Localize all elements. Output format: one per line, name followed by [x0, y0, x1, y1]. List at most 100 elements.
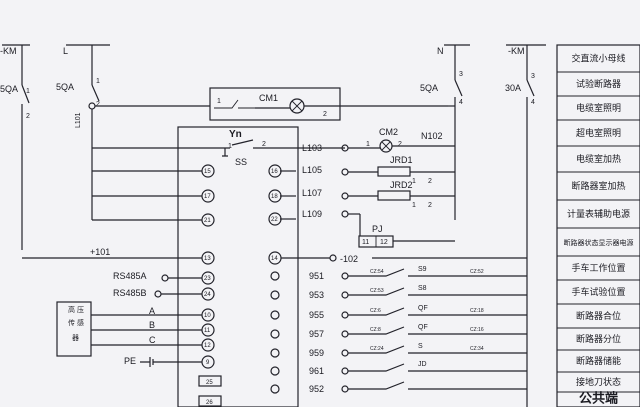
cm1-label: CM1	[259, 93, 278, 103]
breaker-far-left-label: 5QA	[0, 84, 18, 94]
left-terminal-15: 15	[92, 164, 215, 178]
signal-wire-number: 951	[309, 271, 324, 281]
signal-terminal	[270, 310, 280, 320]
terminal-26-label: 26	[206, 400, 213, 406]
title-column	[556, 44, 640, 407]
supply-right-neutral-label: N	[437, 46, 444, 56]
terminal-14-label: 14	[271, 256, 278, 262]
switch-ss-label: SS	[235, 157, 247, 167]
breaker-left-neg-pin2: 2	[26, 113, 30, 120]
row-l105-terminal	[341, 168, 349, 176]
right-terminal-16: 16	[268, 164, 296, 178]
signal-contact	[348, 363, 527, 372]
title-cell: 手车工作位置	[571, 262, 625, 274]
breaker-left-pin2: 2	[96, 101, 100, 108]
signal-wire-number: 953	[309, 290, 324, 300]
supply-right-neg-label: -KM	[508, 46, 525, 56]
title-cell: 断路器分位	[576, 333, 621, 345]
breaker-right-pin3: 3	[459, 71, 463, 78]
signal-wire-number: 955	[309, 310, 324, 320]
signal-terminal	[270, 329, 280, 339]
signal-wire-number: 961	[309, 366, 324, 376]
signal-cz-out: CZ:52	[470, 269, 484, 275]
bus-minus-terminal	[329, 254, 337, 262]
terminal-12	[201, 338, 215, 352]
cm2-pin2: 2	[398, 141, 402, 148]
title-cell: 交直流小母线	[571, 53, 625, 65]
signal-device-label: S9	[418, 266, 427, 273]
right-terminal-18: 18	[268, 189, 296, 203]
transmitter-char-1: 压	[77, 306, 84, 314]
signal-node	[341, 385, 349, 393]
signal-contact	[348, 268, 527, 277]
hv-transmitter-box	[56, 301, 92, 357]
rs485b-terminal	[154, 290, 162, 298]
title-cell: 断路器室加热	[571, 180, 625, 192]
row-l105-wire: L105	[302, 165, 322, 175]
left-terminal-21: 21	[92, 213, 215, 227]
signal-wire-number: 957	[309, 329, 324, 339]
row-l109-terminal	[341, 210, 349, 218]
terminal-left-pos	[88, 102, 96, 110]
device-label: Yn	[229, 129, 242, 140]
jrd1-label: JRD1	[390, 155, 413, 165]
row-l107-wire: L107	[302, 188, 322, 198]
breaker-right-blade	[454, 79, 463, 97]
bus-minus-label: -102	[340, 254, 358, 264]
left-terminal-21-label: 21	[204, 218, 211, 224]
terminal-23-label: 23	[204, 276, 211, 282]
title-cell: 试验断路器	[576, 78, 621, 90]
terminal-26	[198, 395, 222, 407]
breaker-left-neg-pin1: 1	[26, 88, 30, 95]
jrd2-label: JRD2	[390, 180, 413, 190]
transmitter-char-2: 传	[68, 318, 75, 327]
cm1-lamp-cross2	[291, 100, 303, 112]
signal-cz-out: CZ:34	[470, 346, 484, 352]
breaker-far-right-blade	[526, 79, 535, 97]
signal-node	[341, 311, 349, 319]
right-terminal-16-label: 16	[271, 169, 278, 175]
right-terminal-22-label: 22	[271, 217, 278, 223]
signal-node	[341, 272, 349, 280]
phase-c-label: C	[149, 335, 156, 345]
signal-wire-number: 959	[309, 348, 324, 358]
right-terminal-22: 22	[268, 212, 296, 226]
rs485a-terminal	[161, 274, 169, 282]
heater-jrd2	[377, 190, 411, 201]
signal-cz-in: CZ:54	[370, 269, 384, 275]
rs485b-label: RS485B	[113, 288, 147, 298]
signal-terminal	[270, 366, 280, 376]
terminal-11	[201, 323, 215, 337]
title-cells: 交直流小母线试验断路器电缆室照明超电室照明电缆室加热断路器室加热计量表辅助电源断…	[557, 53, 640, 407]
title-cell: 断路器合位	[576, 310, 621, 322]
title-cell: 电缆室照明	[576, 102, 621, 114]
left-terminal-17-label: 17	[204, 194, 211, 200]
terminal-13	[201, 251, 215, 265]
signal-device-label: S8	[418, 285, 427, 292]
signal-device-label: QF	[418, 305, 428, 312]
terminal-13-label: 13	[204, 256, 211, 262]
jrd1-pin2: 2	[428, 178, 432, 185]
signal-cz-in: CZ:8	[370, 327, 381, 333]
signal-terminal	[270, 348, 280, 358]
signal-node	[341, 330, 349, 338]
phase-a-label: A	[149, 306, 155, 316]
row-l103-wire: L103	[302, 143, 322, 153]
cm2-label: CM2	[379, 127, 398, 137]
heater-jrd1	[377, 166, 411, 177]
transmitter-char-0: 高	[68, 305, 75, 314]
breaker-left-neg-blade	[21, 84, 30, 104]
signal-contact	[348, 345, 527, 354]
cm1-contact	[214, 99, 255, 109]
switch-ss	[196, 139, 268, 157]
title-cell: 超电室照明	[576, 127, 621, 139]
signal-device-label: JD	[418, 361, 427, 368]
signal-cz-in: CZ:53	[370, 288, 384, 294]
cm1-box	[209, 87, 341, 121]
title-cell: 接地刀状态	[576, 376, 621, 388]
title-cell: 电缆室加热	[576, 153, 621, 165]
device-pin1: 1	[228, 143, 232, 150]
terminal-10	[201, 308, 215, 322]
